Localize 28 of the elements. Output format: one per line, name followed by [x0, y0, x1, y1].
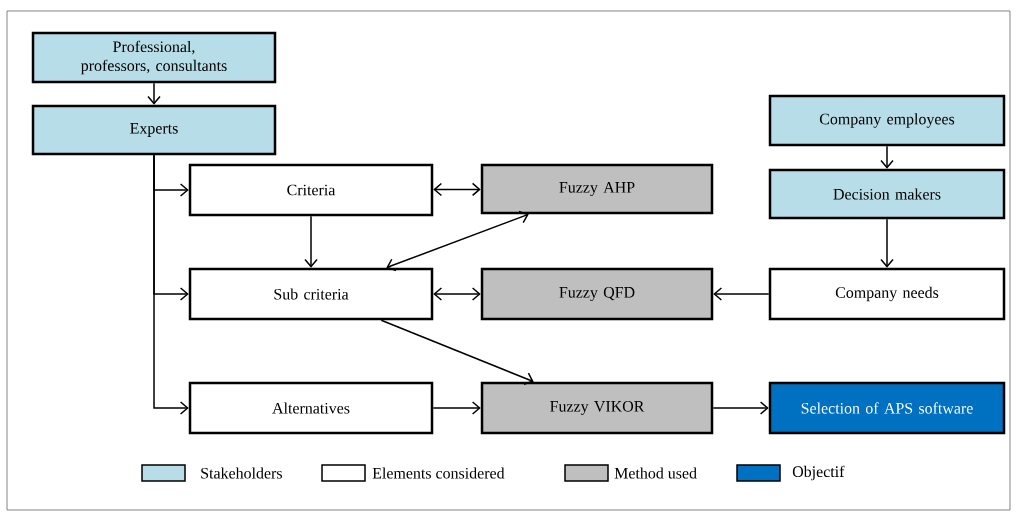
arrow	[712, 401, 769, 415]
process-box: Alternatives	[188, 381, 434, 435]
arrow	[880, 145, 894, 169]
process-box: Criteria	[188, 163, 434, 217]
process-box: Company employees	[768, 94, 1006, 147]
legend-label: Method used	[614, 467, 697, 479]
process-box: Professional, professors, consultants	[31, 31, 277, 84]
arrow	[713, 287, 770, 301]
process-box: Fuzzy VIKOR	[480, 381, 714, 435]
process-box: Decision makers	[768, 168, 1006, 220]
process-box: Company needs	[768, 267, 1006, 321]
arrow	[153, 154, 189, 415]
process-box: Fuzzy AHP	[480, 163, 714, 215]
legend-label: Elements considered	[372, 467, 505, 479]
process-box: Sub criteria	[188, 267, 434, 321]
arrow	[380, 319, 534, 385]
process-box: Selection of APS software	[768, 381, 1006, 435]
arrow	[433, 287, 481, 301]
process-box: Fuzzy QFD	[480, 267, 714, 321]
arrow	[433, 182, 481, 197]
legend-label: Stakeholders	[201, 467, 282, 479]
arrow	[880, 218, 894, 268]
arrow	[304, 215, 318, 268]
legend-label: Objectif	[792, 465, 845, 481]
arrow	[432, 401, 481, 415]
process-box: Experts	[31, 104, 277, 156]
arrow	[386, 210, 529, 272]
arrow	[147, 82, 161, 105]
